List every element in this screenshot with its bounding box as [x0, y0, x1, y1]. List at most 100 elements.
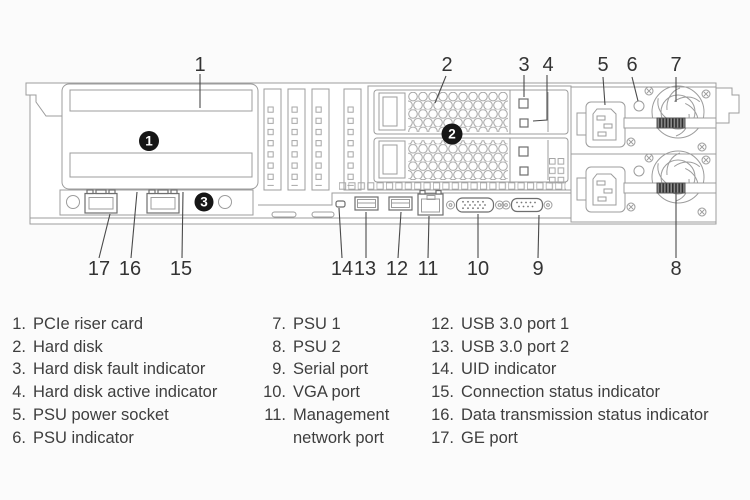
callout-11: 11 [418, 258, 439, 280]
legend-item-2-label: Hard disk [33, 337, 103, 356]
callout-1: 1 [194, 54, 205, 76]
callout-8: 8 [670, 258, 681, 280]
usb3-port-2 [354, 196, 379, 211]
callout-15: 15 [170, 258, 192, 280]
callout-numbers: 1 2 3 4 5 6 7 8 9 10 11 12 13 14 15 16 1… [88, 54, 682, 280]
legend-item-3: 3.Hard disk fault indicator [6, 358, 217, 381]
vent-hole-row [339, 182, 566, 190]
psu-section [570, 86, 717, 223]
vga-port [446, 197, 504, 213]
hard-disk-active-indicator [519, 118, 529, 128]
legend-column-2: 7.PSU 1 8. PSU 2 9.Serial port 10.VGA por… [256, 313, 389, 449]
legend-item-14: 14. UID indicator [424, 358, 709, 381]
legend-item-12: 12.USB 3.0 port 1 [424, 313, 709, 336]
tray-2-vent-grille [408, 140, 508, 180]
uid-indicator [335, 200, 346, 208]
screw [697, 142, 707, 152]
callout-line-9 [537, 214, 540, 259]
legend-item-11-number: 11. [264, 405, 286, 424]
svg-text:2: 2 [448, 127, 456, 142]
screw [701, 155, 711, 165]
riser-slot-opening-1 [69, 89, 253, 112]
legend-item-15: 15. Connection status indicator [424, 381, 709, 404]
legend-item-14-label: UID indicator [461, 360, 557, 379]
legend-item-8-label: PSU 2 [293, 337, 341, 356]
callout-10: 10 [467, 258, 489, 280]
screw [626, 137, 636, 147]
legend-item-1-label: PCIe riser card [33, 315, 144, 333]
legend-item-10-number: 10. [263, 383, 286, 402]
legend-item-4-label: Hard disk active indicator [33, 383, 218, 402]
legend-item-2: 2. Hard disk [6, 336, 217, 359]
legend-item-14-number: 14. [431, 360, 454, 379]
screw [697, 207, 707, 217]
vent-hole-grid [549, 158, 566, 186]
psu-1-handle-grip [656, 117, 686, 129]
callout-9: 9 [532, 258, 543, 280]
legend-item-2-number: 2. [12, 337, 26, 356]
callout-line-4 [532, 75, 548, 122]
hard-disk-cage [339, 85, 572, 191]
riser-slot-opening-2 [69, 152, 253, 178]
server-rear-panel-diagram: 1 2 3 4 5 6 7 8 9 10 11 12 13 14 15 16 1… [25, 54, 740, 280]
badges: 1 2 3 [139, 123, 463, 212]
legend-item-8-number: 8. [272, 337, 286, 356]
hard-disk-fault-indicator [518, 146, 529, 157]
callout-13: 13 [354, 258, 376, 280]
usb3-port-1 [388, 196, 413, 211]
vent-slot [311, 211, 335, 218]
legend-item-17-label: GE port [461, 428, 518, 447]
legend-item-6: 6. PSU indicator [6, 427, 217, 450]
callout-4: 4 [542, 54, 553, 76]
legend-item-6-label: PSU indicator [33, 428, 134, 447]
callout-line-12 [397, 211, 402, 259]
callout-14: 14 [331, 258, 353, 280]
management-network-port [417, 189, 444, 216]
callout-line-11 [427, 215, 430, 259]
legend-item-15-label: Connection status indicator [461, 383, 661, 402]
legend-item-7: 7.PSU 1 [256, 313, 389, 336]
callout-12: 12 [386, 258, 408, 280]
ge-port-1 [84, 189, 118, 214]
vent-slot [271, 211, 297, 218]
legend-item-15-number: 15. [431, 383, 454, 402]
legend-item-17: 17.GE port [424, 427, 709, 450]
left-mounting-ear [25, 82, 62, 117]
legend-item-9: 9.Serial port [256, 358, 389, 381]
screw [701, 89, 711, 99]
right-mounting-ear [716, 87, 740, 124]
rear-io-ports [335, 189, 553, 216]
legend-item-16-label: Data transmission status indicator [461, 405, 709, 424]
legend-item-4: 4. Hard disk active indicator [6, 381, 217, 404]
screw [644, 86, 654, 96]
legend-item-7-number: 7. [272, 315, 286, 333]
legend-item-13-label: USB 3.0 port 2 [461, 337, 570, 356]
psu-1 [576, 86, 717, 152]
thumbscrew [218, 195, 232, 209]
thumbscrew [66, 195, 80, 209]
legend-item-4-number: 4. [12, 383, 26, 402]
screw [644, 153, 654, 163]
badge-2: 2 [441, 123, 463, 145]
psu-2-indicator [633, 165, 645, 177]
ge-port-2 [146, 189, 180, 214]
legend-item-3-label: Hard disk fault indicator [33, 360, 206, 379]
legend-item-11-label: Management network port [293, 405, 390, 447]
badge-1: 1 [139, 131, 159, 151]
legend-item-9-label: Serial port [293, 360, 369, 379]
legend-item-11: 11. Management network port [256, 404, 389, 449]
legend: 1.PCIe riser card 2.Hard disk 3.Hard dis… [0, 313, 750, 500]
vga-pins [462, 200, 486, 210]
serial-pins [516, 201, 536, 208]
legend-item-6-number: 6. [12, 428, 26, 447]
callout-line-6 [631, 76, 639, 102]
hard-disk-active-indicator [519, 166, 529, 176]
ge-port-panel [59, 189, 254, 216]
callout-line-17 [98, 213, 111, 259]
tray-2-latch [378, 140, 406, 179]
legend-item-5: 5.PSU power socket [6, 404, 217, 427]
svg-text:1: 1 [145, 134, 153, 149]
legend-item-10: 10.VGA port [256, 381, 389, 404]
legend-item-8: 8. PSU 2 [256, 336, 389, 359]
psu-2 [576, 151, 717, 217]
